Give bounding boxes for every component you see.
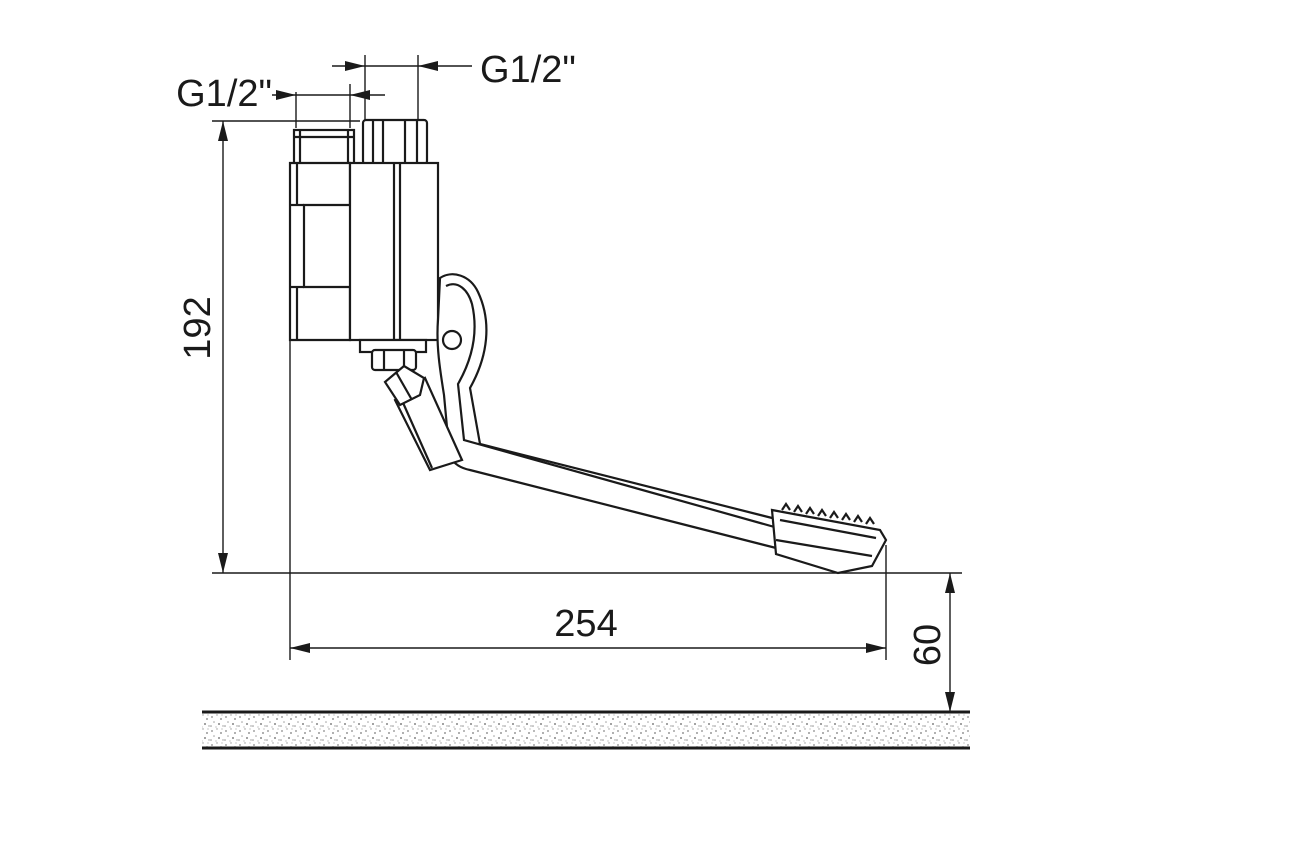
thread-label-right: G1/2" bbox=[480, 49, 576, 91]
floor bbox=[202, 710, 970, 750]
thread-label-left: G1/2" bbox=[176, 73, 272, 115]
dimension-lines bbox=[212, 55, 962, 712]
valve-body bbox=[288, 118, 440, 372]
pedal-foot-plate bbox=[770, 502, 888, 575]
dimension-label-floor-clearance: 60 bbox=[907, 624, 949, 666]
dimension-label-height: 192 bbox=[177, 296, 219, 359]
pedal-lever bbox=[383, 273, 782, 550]
dimension-label-length: 254 bbox=[554, 603, 617, 645]
